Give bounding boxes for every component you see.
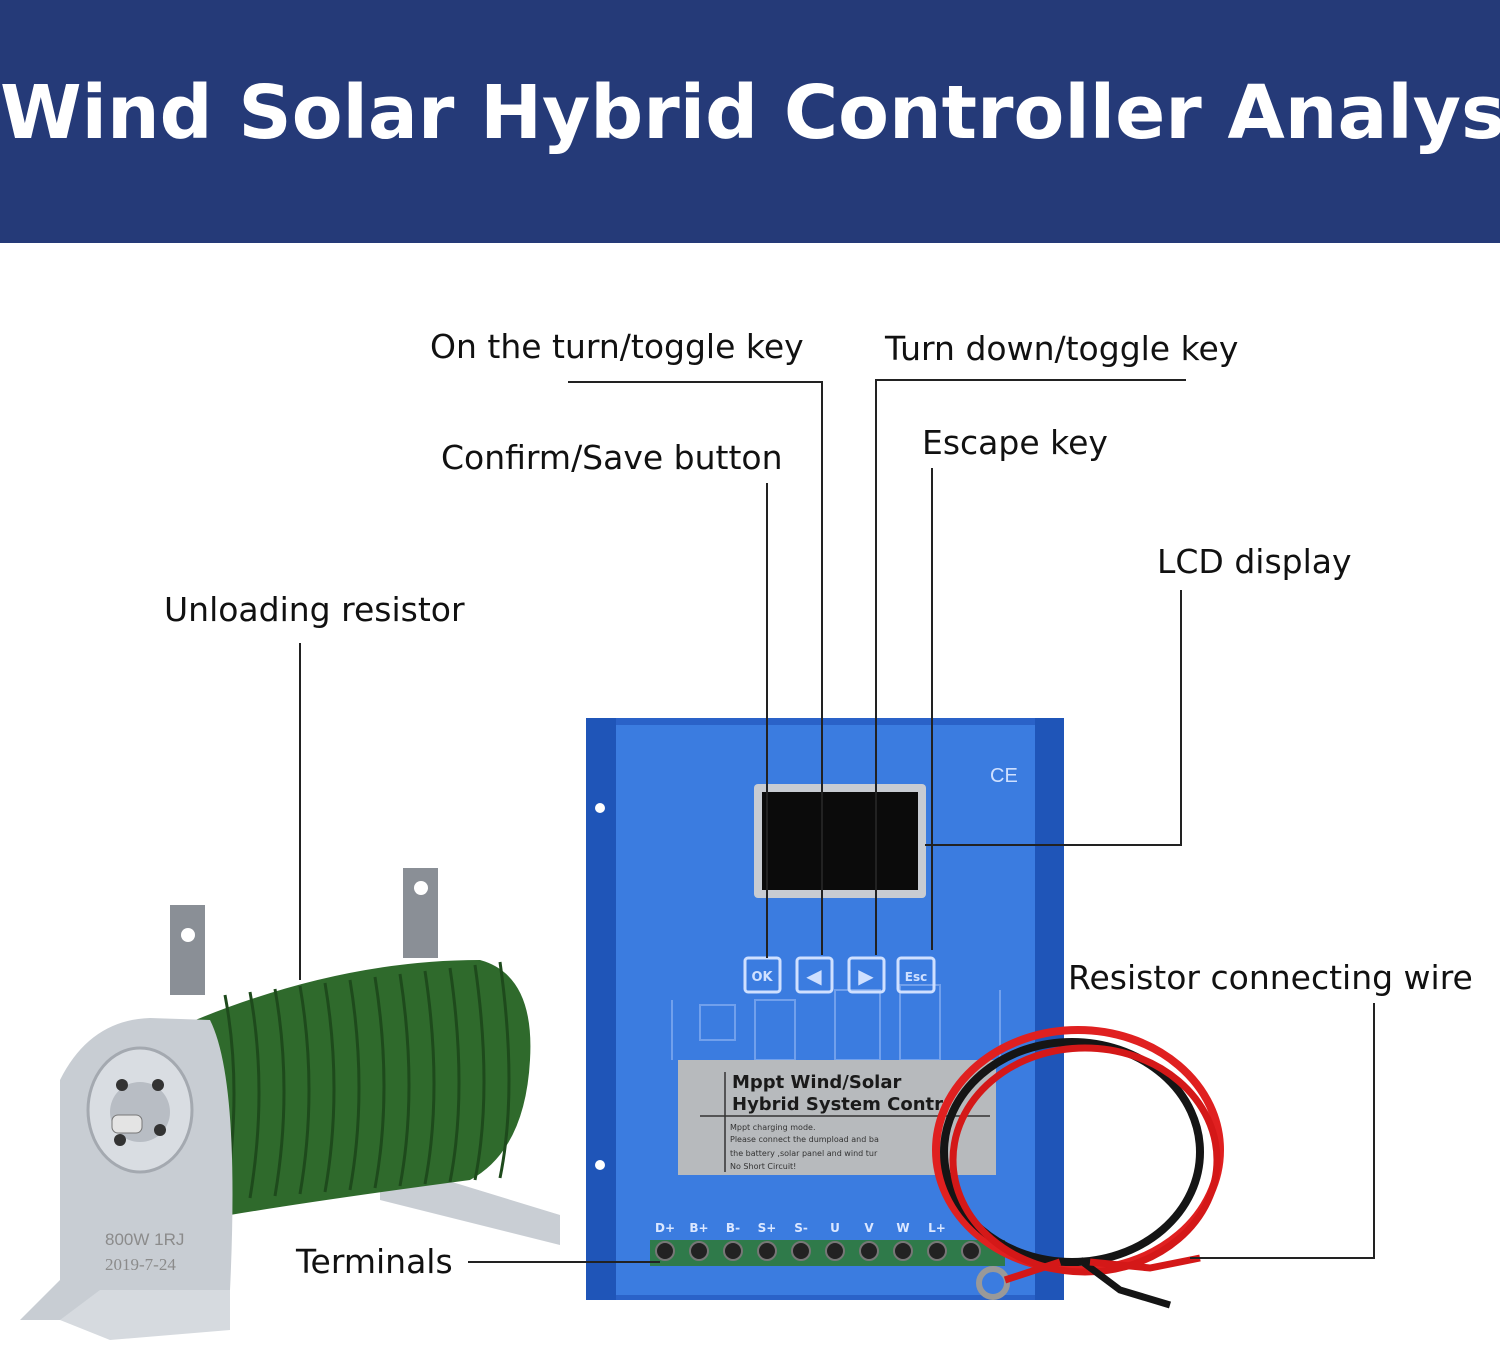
terminal-label: U [830, 1221, 840, 1235]
terminal-label: V [864, 1221, 874, 1235]
panel-line: Mppt charging mode. [730, 1123, 815, 1132]
terminal-label: B- [726, 1221, 740, 1235]
terminal-screw [825, 1241, 845, 1261]
panel-title-1: Mppt Wind/Solar [732, 1072, 901, 1093]
lcd-display [762, 792, 918, 890]
terminal-label: L+ [928, 1221, 946, 1235]
terminal-screw [927, 1241, 947, 1261]
left-button: ◀ [806, 964, 822, 988]
resistor-marking: 800W 1RJ [105, 1230, 184, 1249]
callout-confirm-button: Confirm/Save button [441, 438, 783, 477]
ok-button: OK [751, 970, 773, 985]
controller: CE OK ◀ ▶ Esc Mppt Wind/Solar Hybrid Sys… [586, 718, 1064, 1300]
page-title: Wind Solar Hybrid Controller Analysis [0, 70, 1500, 156]
terminal-screw [791, 1241, 811, 1261]
resistor-rib [498, 961, 511, 1179]
panel-line: Please connect the dumpload and ba [730, 1135, 879, 1144]
terminal-label: D+ [655, 1221, 675, 1235]
controller-buttons: OK ◀ ▶ Esc [743, 956, 936, 994]
resistor-rib [323, 982, 336, 1193]
resistor-rib [473, 964, 486, 1181]
callout-lcd-display: LCD display [1157, 542, 1352, 581]
resistor-rib [248, 991, 261, 1199]
panel-title-2: Hybrid System Contr [732, 1094, 943, 1115]
panel-line: the battery ,solar panel and wind tur [730, 1149, 878, 1158]
header-banner: Wind Solar Hybrid Controller Analysis [0, 0, 1500, 243]
callout-escape-key: Escape key [922, 423, 1108, 462]
terminal-screw [961, 1241, 981, 1261]
terminal-label: S+ [758, 1221, 777, 1235]
resistor-rib [398, 973, 411, 1187]
terminal-label: B+ [689, 1221, 708, 1235]
resistor-date: 2019-7-24 [105, 1255, 176, 1274]
terminal-screw [757, 1241, 777, 1261]
resistor-rib [423, 970, 436, 1185]
callout-turn-down-key: Turn down/toggle key [885, 329, 1239, 368]
right-button: ▶ [858, 964, 874, 988]
callout-connecting-wire: Resistor connecting wire [1068, 958, 1473, 997]
unloading-resistor: 800W 1RJ 2019-7-24 [20, 868, 560, 1340]
resistor-connecting-wire [932, 1026, 1224, 1309]
callout-unloading-resistor: Unloading resistor [164, 590, 465, 629]
terminal-screw [893, 1241, 913, 1261]
callout-terminals: Terminals [296, 1242, 453, 1281]
resistor-tab-left [170, 905, 205, 995]
panel-line: No Short Circuit! [730, 1162, 796, 1171]
terminal-labels: D+ B+ B- S+ S- U V W L+ [655, 1221, 946, 1235]
resistor-cylinder [150, 960, 531, 1215]
terminal-label: W [896, 1221, 909, 1235]
resistor-rib [448, 967, 461, 1183]
terminal-screw [689, 1241, 709, 1261]
resistor-rib [273, 988, 286, 1197]
terminal-label: S- [794, 1221, 808, 1235]
ce-mark: CE [990, 765, 1018, 787]
callout-lines [299, 379, 1375, 1263]
terminal-screw [723, 1241, 743, 1261]
esc-button: Esc [905, 970, 927, 984]
resistor-rib [298, 985, 311, 1195]
callout-on-turn-key: On the turn/toggle key [430, 327, 804, 366]
resistor-rib [373, 976, 386, 1189]
terminal-screw [859, 1241, 879, 1261]
terminal-screw [655, 1241, 675, 1261]
resistor-rib [348, 979, 361, 1191]
